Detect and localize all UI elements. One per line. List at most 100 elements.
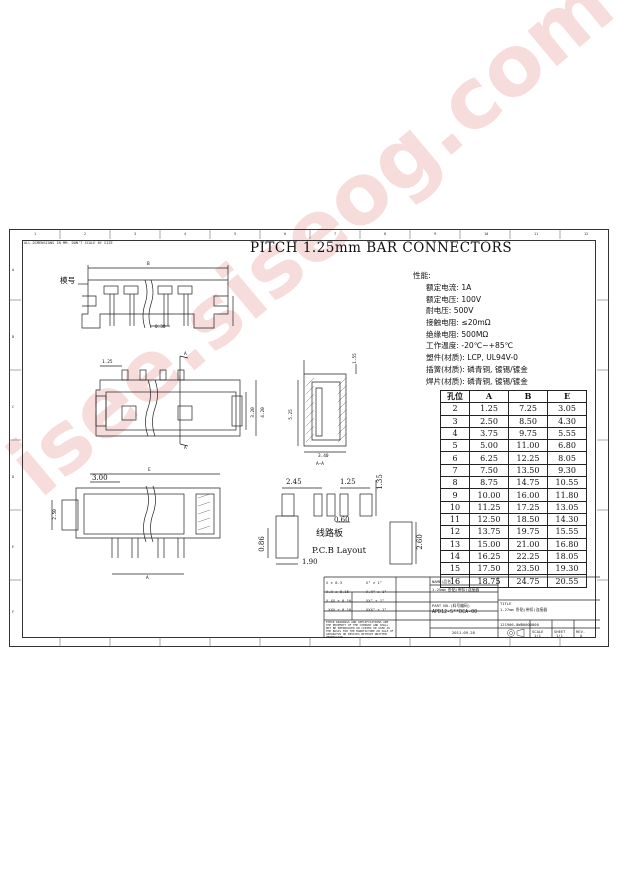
table-cell: 24.75 — [508, 574, 548, 588]
table-header: B — [508, 389, 548, 404]
table-cell: 13 — [440, 537, 470, 551]
table-cell: 14.30 — [547, 512, 587, 527]
spec-item: 额定电流: 1A — [426, 283, 472, 292]
table-cell: 13.05 — [547, 500, 587, 514]
table-cell: 7 — [440, 463, 470, 478]
section-a-upper: A — [184, 352, 187, 357]
tolerance-item: .XXX ± 0.10 — [326, 607, 352, 612]
drawing-number: 121906-0WB0000000 — [500, 622, 539, 627]
model-label: 模号 — [60, 276, 76, 285]
tolerance-item: X.XX ± 0.10 — [326, 598, 352, 603]
grid-number: 9 — [434, 232, 437, 236]
table-cell: 15.00 — [469, 537, 509, 551]
grid-number: 11 — [534, 232, 539, 236]
table-cell: 20.55 — [547, 574, 587, 588]
projection-symbol-icon — [507, 628, 525, 638]
grid-letter: D — [12, 475, 15, 479]
table-cell: 6.80 — [547, 439, 587, 453]
table-cell: 4 — [440, 426, 470, 441]
table-cell: 22.25 — [508, 549, 548, 564]
spec-item: 接触电阻: ≤20mΩ — [426, 318, 491, 328]
table-cell: 11.25 — [469, 500, 509, 514]
part-value: APD12-S**DCA-00 — [432, 609, 478, 615]
table-cell: 11.00 — [508, 439, 548, 453]
table-cell: 18.50 — [508, 512, 548, 527]
dim-245: 2.45 — [286, 478, 302, 486]
table-cell: 5.00 — [469, 439, 509, 453]
section-label: A—A — [316, 462, 324, 467]
grid-number: 4 — [184, 232, 187, 236]
grid-letter: A — [12, 268, 15, 272]
dim-e: E — [148, 468, 151, 473]
table-cell: 18.75 — [469, 574, 509, 588]
dim-190: 1.90 — [302, 558, 318, 566]
dim-300: 3.00 — [92, 474, 108, 482]
table-cell: 12.50 — [469, 512, 509, 527]
table-cell: 5 — [440, 439, 470, 453]
spec-item: 耐电压: 500V — [426, 306, 474, 316]
dim-340: 3.40 — [318, 454, 329, 459]
scale-label: SCALE — [532, 629, 544, 634]
grid-number: 12 — [584, 232, 589, 236]
table-cell: 2.50 — [469, 414, 509, 428]
date-value: 2011.09.28 — [452, 630, 475, 635]
grid-number: 6 — [284, 232, 287, 236]
grid-letter: C — [12, 405, 15, 409]
table-cell: 3.05 — [547, 402, 587, 416]
table-cell: 7.25 — [508, 402, 548, 416]
dim-086: 0.86 — [257, 536, 266, 552]
sheet-value: 1/1 — [556, 633, 563, 638]
dim-525: 5.25 — [288, 409, 294, 420]
table-cell: 8.05 — [547, 451, 587, 465]
dim-320: 3.20 — [250, 407, 256, 418]
name-value: 1.25mm 卧贴(带扣)连接器 — [432, 587, 480, 592]
spec-item: 焊片(材质): 磷青铜, 镀锡/镀金 — [426, 376, 528, 386]
table-cell: 3 — [440, 414, 470, 428]
table-cell: 4.30 — [547, 414, 587, 428]
dim-260: 2.60 — [415, 534, 424, 550]
table-cell: 9.75 — [508, 426, 548, 441]
angle-item: X.X° ± 1° — [366, 589, 387, 594]
header-note: ALL DIMENSIONS IN MM. DON'T SCALE BY SIZ… — [24, 241, 113, 245]
grid-number: 5 — [234, 232, 237, 236]
table-cell: 12 — [440, 525, 470, 539]
table-cell: 11.80 — [547, 488, 587, 502]
dim-420: 4.20 — [260, 407, 266, 418]
spec-item: 插簧(材质): 磷青铜, 镀锡/镀金 — [426, 364, 528, 374]
table-cell: 5.55 — [547, 426, 587, 441]
name-label: NAME(品名) — [432, 579, 454, 584]
grid-number: 7 — [334, 232, 337, 236]
table-cell: 18.05 — [547, 549, 587, 564]
table-cell: 13.50 — [508, 463, 548, 478]
part-label: PART NO.(料号编码) — [432, 603, 471, 608]
table-cell: 23.50 — [508, 562, 548, 576]
table-cell: 9 — [440, 488, 470, 502]
table-cell: 17.25 — [508, 500, 548, 514]
table-cell: 9.30 — [547, 463, 587, 478]
dim-side: 1.55 — [352, 353, 358, 364]
table-cell: 10.00 — [469, 488, 509, 502]
grid-number: 8 — [384, 232, 387, 236]
rev-label: REV. — [576, 629, 586, 634]
table-header: E — [547, 389, 587, 404]
angle-item: XXX° ± 1° — [366, 607, 387, 612]
table-cell: 17.50 — [469, 562, 509, 576]
grid-number: 3 — [134, 232, 137, 236]
table-cell: 10.55 — [547, 476, 587, 490]
drawing-sheet — [9, 229, 609, 647]
table-cell: 3.75 — [469, 426, 509, 441]
table-cell: 21.00 — [508, 537, 548, 551]
title-value: 1.27mm 卧贴(带扣)连接器 — [500, 607, 548, 612]
table-cell: 16.00 — [508, 488, 548, 502]
tolerance-item: X ± 0.3 — [326, 580, 343, 585]
